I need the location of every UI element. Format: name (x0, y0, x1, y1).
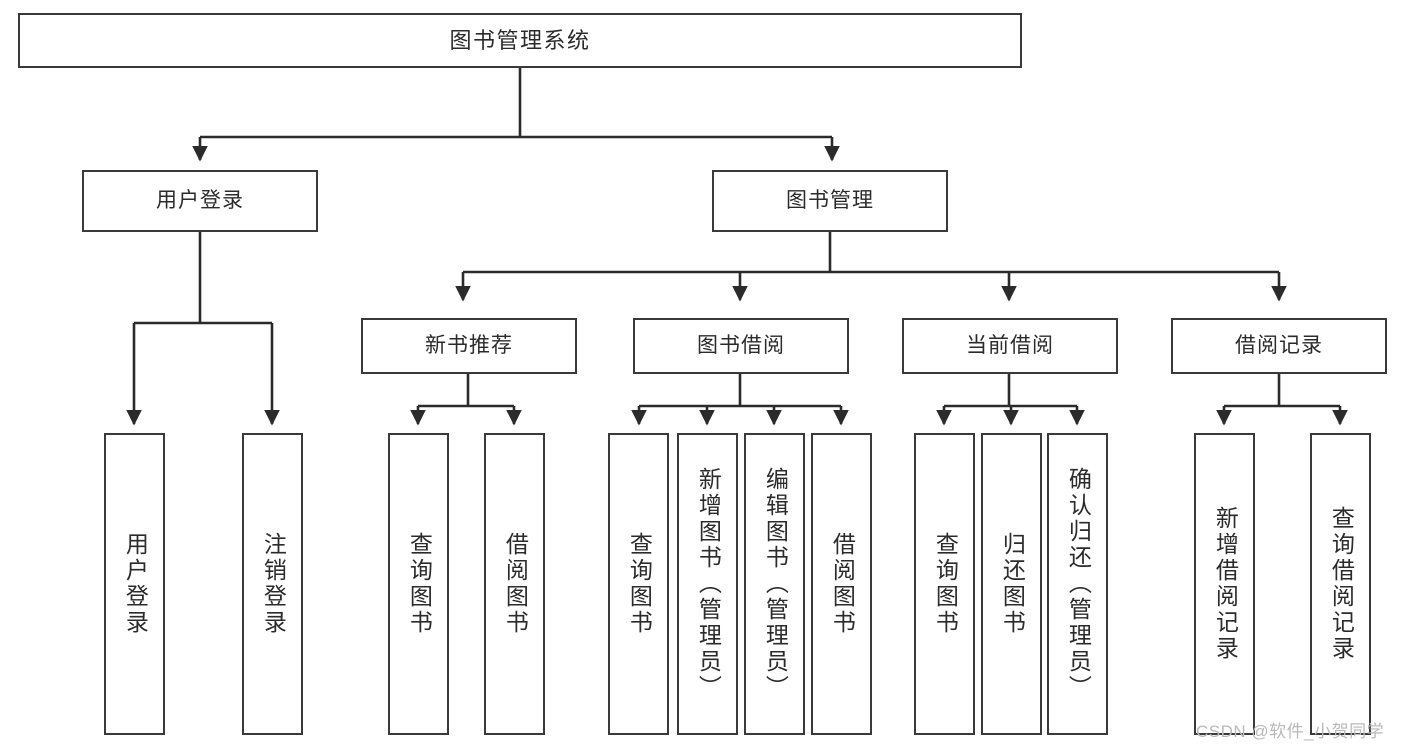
node-label: 查询借阅记录 (1328, 506, 1355, 662)
leaf-query-book-recommend[interactable]: 查询图书 (388, 433, 449, 735)
leaf-confirm-return-admin[interactable]: 确认归还（管理员） (1047, 433, 1108, 735)
node-label: 新增借阅记录 (1212, 506, 1239, 662)
node-label: 新书推荐 (425, 333, 513, 357)
leaf-return-book[interactable]: 归还图书 (981, 433, 1042, 735)
node-root-system[interactable]: 图书管理系统 (18, 13, 1022, 68)
leaf-query-borrow-record[interactable]: 查询借阅记录 (1310, 433, 1371, 735)
node-label: 查询图书 (626, 532, 653, 636)
leaf-edit-book-admin[interactable]: 编辑图书（管理员） (744, 433, 805, 735)
leaf-user-logout[interactable]: 注销登录 (242, 433, 303, 735)
node-label: 借阅图书 (829, 532, 856, 636)
node-label: 编辑图书（管理员） (762, 467, 789, 701)
node-label: 查询图书 (932, 532, 959, 636)
node-label: 借阅记录 (1235, 333, 1323, 357)
leaf-borrow-book-recommend[interactable]: 借阅图书 (484, 433, 545, 735)
node-label: 归还图书 (999, 532, 1026, 636)
node-label: 图书借阅 (697, 333, 785, 357)
node-label: 借阅图书 (502, 532, 529, 636)
leaf-query-book-current[interactable]: 查询图书 (914, 433, 975, 735)
node-label: 新增图书（管理员） (695, 467, 722, 701)
node-user-login[interactable]: 用户登录 (82, 170, 318, 232)
csdn-watermark: CSDN @软件_小贺同学 (1196, 722, 1385, 741)
node-label: 用户登录 (122, 532, 149, 636)
node-new-book-recommend[interactable]: 新书推荐 (361, 318, 577, 374)
node-label: 图书管理 (786, 188, 874, 212)
node-current-borrow[interactable]: 当前借阅 (902, 318, 1118, 374)
node-label: 注销登录 (260, 532, 287, 636)
leaf-user-login[interactable]: 用户登录 (104, 433, 165, 735)
node-label: 图书管理系统 (449, 27, 591, 53)
leaf-add-borrow-record[interactable]: 新增借阅记录 (1194, 433, 1255, 735)
node-label: 确认归还（管理员） (1065, 467, 1092, 701)
node-book-management[interactable]: 图书管理 (712, 170, 948, 232)
leaf-query-book-borrow[interactable]: 查询图书 (608, 433, 669, 735)
node-label: 用户登录 (156, 188, 244, 212)
node-book-borrow[interactable]: 图书借阅 (633, 318, 849, 374)
leaf-add-book-admin[interactable]: 新增图书（管理员） (677, 433, 738, 735)
node-label: 当前借阅 (966, 333, 1054, 357)
leaf-borrow-book[interactable]: 借阅图书 (811, 433, 872, 735)
node-borrow-record[interactable]: 借阅记录 (1171, 318, 1387, 374)
node-label: 查询图书 (406, 532, 433, 636)
